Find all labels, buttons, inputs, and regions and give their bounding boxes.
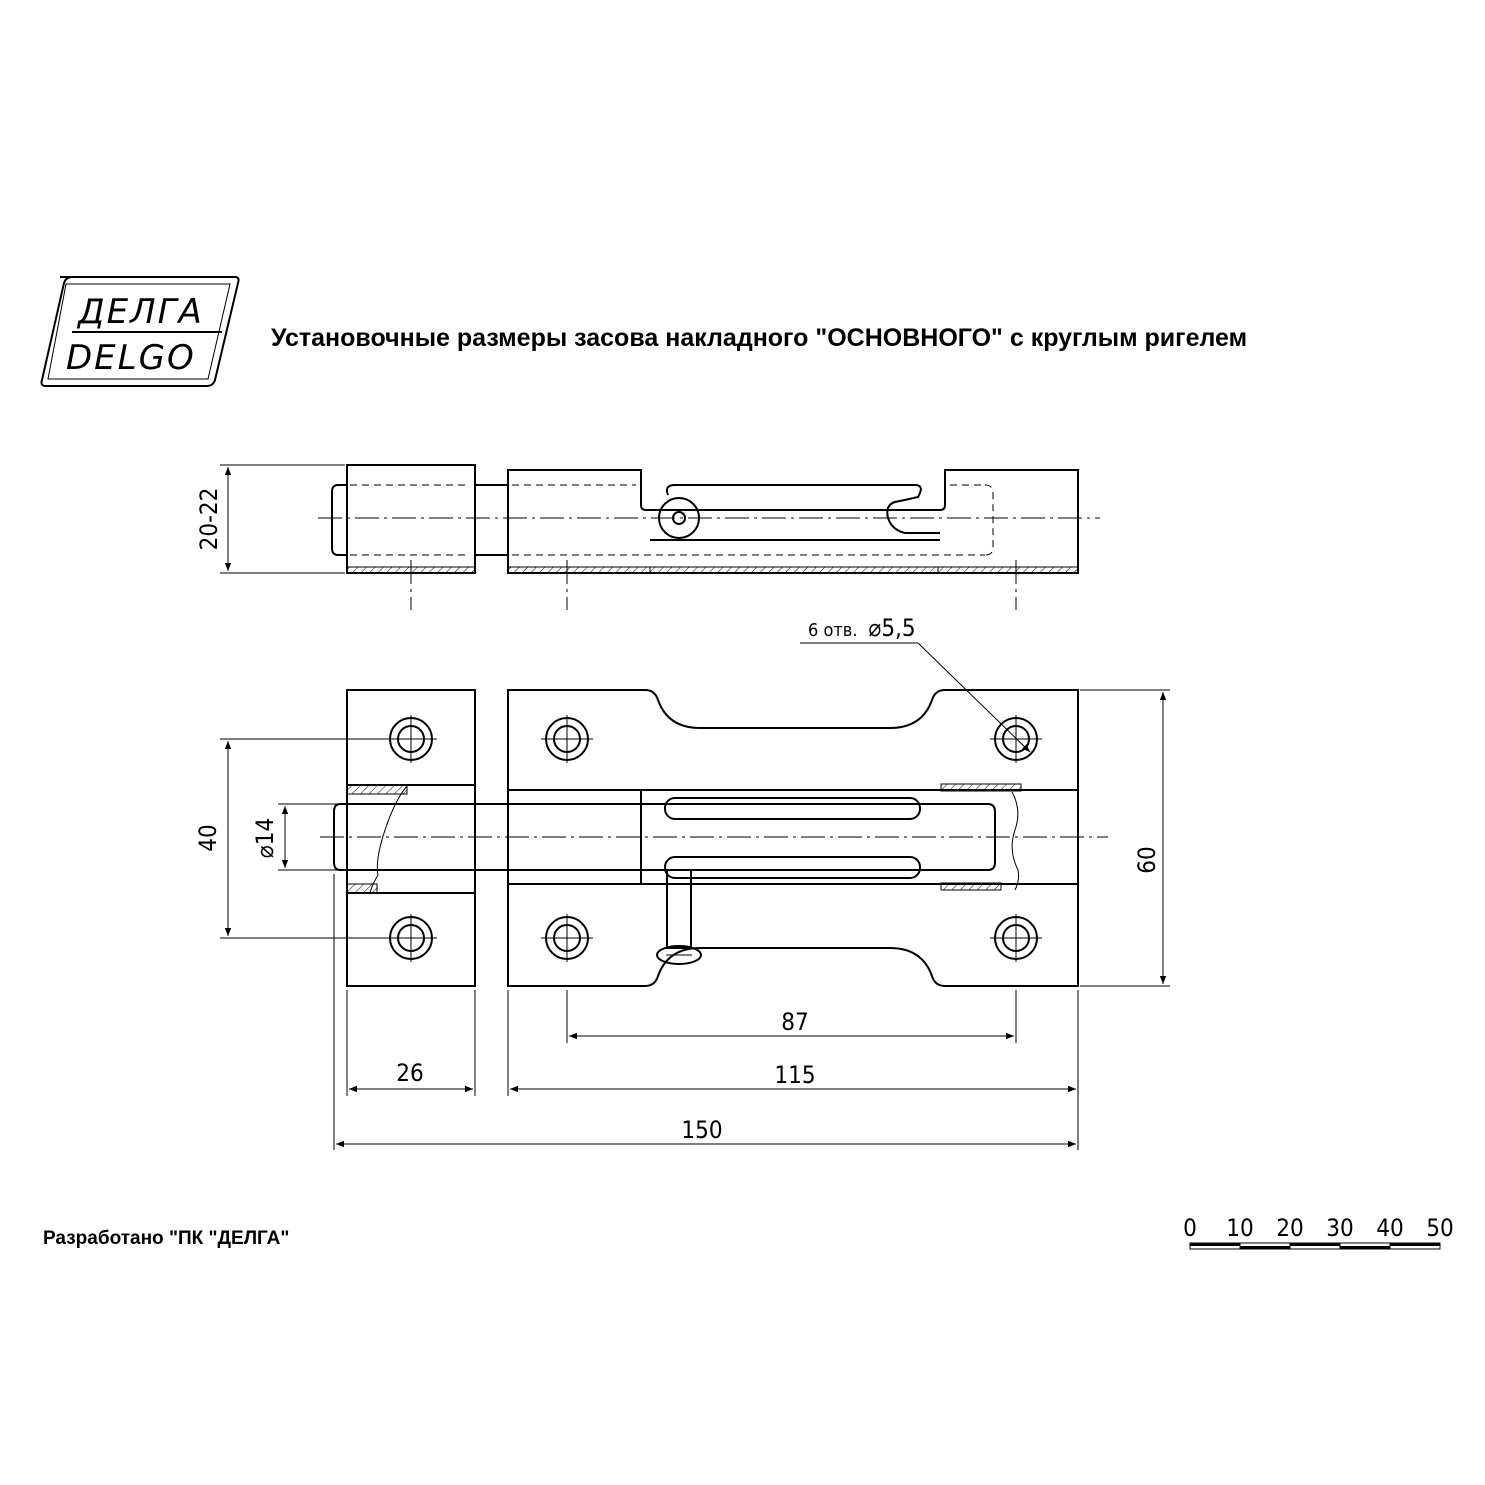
scale-label-30: 30 xyxy=(1326,1214,1353,1242)
body-front xyxy=(507,689,1079,987)
dim-body-width: 115 xyxy=(774,1061,815,1089)
scale-bar: 0 10 20 30 40 50 xyxy=(1183,1214,1454,1250)
holes-note: 6 отв. ⌀5,5 xyxy=(808,614,916,642)
scale-label-40: 40 xyxy=(1376,1214,1403,1242)
delgo-logo: ДЕЛГА DELGO xyxy=(40,276,240,387)
mounting-holes xyxy=(389,717,1038,960)
dim-hole-pitch: 87 xyxy=(781,1008,808,1036)
dim-bolt-diameter: ⌀14 xyxy=(251,818,279,858)
slot-upper xyxy=(664,797,921,820)
dim-thickness: 20-22 xyxy=(195,488,223,551)
dim-hole-spacing: 40 xyxy=(194,824,222,851)
scale-label-20: 20 xyxy=(1276,1214,1303,1242)
slot-lower xyxy=(664,856,921,879)
keeper-side xyxy=(346,464,476,574)
dim-overall-width: 150 xyxy=(681,1116,722,1144)
developer-credit: Разработано "ПК "ДЕЛГА" xyxy=(43,1228,289,1249)
dim-height: 60 xyxy=(1133,846,1161,873)
dim-keeper-width: 26 xyxy=(396,1059,423,1087)
scale-label-0: 0 xyxy=(1183,1214,1197,1242)
logo-text-cyrillic: ДЕЛГА xyxy=(76,292,204,332)
scale-label-50: 50 xyxy=(1426,1214,1453,1242)
keeper-front xyxy=(346,689,476,987)
bolt-handle xyxy=(666,869,692,949)
logo-text-latin: DELGO xyxy=(66,338,196,378)
side-view: 20-22 xyxy=(195,464,1100,610)
body-side xyxy=(507,469,1079,574)
front-view: 6 отв. ⌀5,5 40 ⌀14 60 87 26 115 xyxy=(194,614,1170,1150)
scale-label-10: 10 xyxy=(1226,1214,1253,1242)
drawing-title: Установочные размеры засова накладного "… xyxy=(271,324,1247,352)
